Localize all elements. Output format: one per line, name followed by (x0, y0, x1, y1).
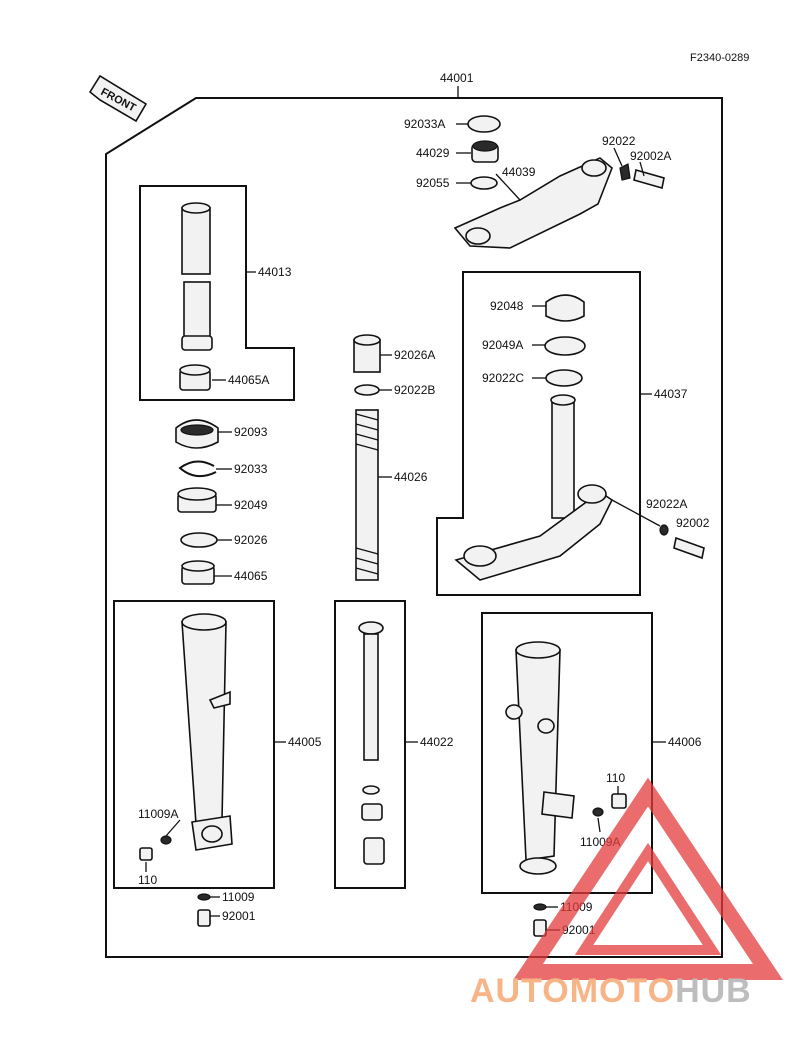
bush-44065A (179, 364, 211, 391)
drain-92001-left (197, 909, 211, 927)
assembly-frame (105, 97, 723, 958)
frame-44006 (481, 612, 653, 894)
callout-92026A: 92026A (394, 348, 435, 362)
watermark-brand-part1: AUTOMOTO (470, 972, 675, 1010)
outer-tube-44005 (181, 613, 233, 851)
callout-92022-top: 92022 (602, 134, 636, 148)
frame-44005 (113, 600, 275, 889)
outer-tube-44006 (505, 641, 575, 875)
spacer-92026A (353, 334, 381, 373)
callout-92002A: 92002A (630, 149, 671, 163)
callout-92002: 92002 (676, 516, 710, 530)
callout-44026: 44026 (394, 470, 428, 484)
frame-44013 (139, 185, 295, 401)
callout-92049A: 92049A (482, 338, 523, 352)
callout-44022: 44022 (420, 735, 454, 749)
assembly-number: 44001 (440, 71, 474, 85)
callout-110-right: 110 (606, 771, 625, 785)
callout-92001-right: 92001 (562, 923, 596, 937)
callout-44029: 44029 (416, 146, 450, 160)
callout-92022A: 92022A (646, 497, 687, 511)
watermark-triangle (513, 777, 783, 980)
callout-92033: 92033 (234, 462, 268, 476)
callout-44006: 44006 (668, 735, 702, 749)
leader-lines (145, 123, 666, 931)
washer-11009A-right (592, 807, 604, 817)
washer-92022C (545, 369, 583, 387)
cap-92048 (545, 294, 585, 322)
damper-rod-44022 (358, 621, 385, 865)
washer-11009-right (533, 903, 547, 911)
callout-44039: 44039 (502, 165, 536, 179)
callout-92093: 92093 (234, 425, 268, 439)
callout-44013: 44013 (258, 265, 292, 279)
callout-44005: 44005 (288, 735, 322, 749)
ring-92049A (544, 336, 586, 356)
frame-44037 (436, 271, 641, 596)
callout-92049: 92049 (234, 498, 268, 512)
bolt-92002A (619, 163, 665, 190)
drawing-code: F2340-0289 (690, 52, 749, 64)
front-arrow: FRONT (88, 74, 148, 123)
tube-44013 (181, 202, 213, 351)
callout-92026: 92026 (234, 533, 268, 547)
callout-44037: 44037 (654, 387, 688, 401)
callout-92048: 92048 (490, 299, 524, 313)
callout-92033A: 92033A (404, 117, 445, 131)
callout-11009A-left: 11009A (138, 807, 178, 821)
bracket-44039 (453, 157, 613, 249)
bolt-110-left (139, 847, 153, 861)
spring-44026 (355, 409, 379, 581)
callout-92001-left: 92001 (222, 909, 256, 923)
watermark-brand: AUTOMOTOHUB (470, 972, 752, 1010)
drain-92001-right (533, 919, 547, 937)
watermark-triangle-inner (574, 842, 722, 955)
callout-92055: 92055 (416, 176, 450, 190)
callout-110-left: 110 (138, 873, 157, 887)
washer-11009-left (197, 893, 211, 901)
ring-92033A (467, 115, 501, 133)
clip-92033 (178, 460, 217, 478)
bush-92049 (177, 487, 217, 513)
callout-92022B: 92022B (394, 383, 435, 397)
washer-92022B (354, 384, 380, 396)
ring-92055 (470, 176, 498, 190)
callout-92022C: 92022C (482, 371, 524, 385)
stem-44037 (454, 394, 614, 581)
callout-44065A: 44065A (228, 373, 269, 387)
watermark-logo (513, 777, 783, 980)
callout-44065: 44065 (234, 569, 268, 583)
bolt-92002 (659, 524, 705, 560)
watermark-brand-part2: HUB (675, 972, 752, 1010)
frame-44022 (334, 600, 406, 889)
cap-44029 (471, 140, 499, 163)
bush-44065 (181, 560, 215, 585)
seal-92093 (175, 419, 219, 449)
washer-92026 (180, 532, 218, 548)
callout-11009-left: 11009 (222, 890, 255, 904)
bolt-110-right (611, 793, 627, 809)
washer-11009A-left (160, 835, 172, 845)
